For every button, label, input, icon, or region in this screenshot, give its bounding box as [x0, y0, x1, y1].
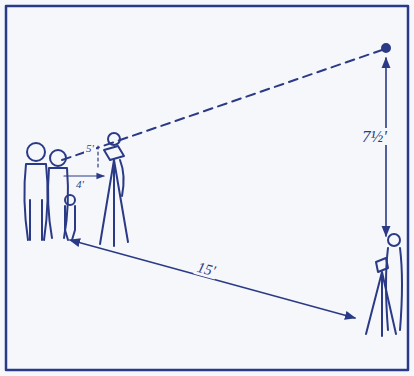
dimension-label: 7½' — [360, 128, 389, 145]
camera-height-mark — [97, 146, 98, 170]
camera-distance-mark — [64, 175, 104, 176]
dimension-label: 15' — [193, 259, 218, 279]
distance-arrow — [70, 240, 355, 318]
dimension-label: 4' — [74, 179, 86, 190]
dimension-label: 5' — [84, 143, 96, 154]
people-group — [24, 143, 75, 240]
target-tripod — [366, 234, 402, 336]
height-arrow — [385, 58, 387, 236]
camera-tripod — [100, 133, 128, 246]
target-point — [382, 44, 390, 52]
frame — [6, 6, 408, 370]
sight-line — [62, 50, 382, 160]
